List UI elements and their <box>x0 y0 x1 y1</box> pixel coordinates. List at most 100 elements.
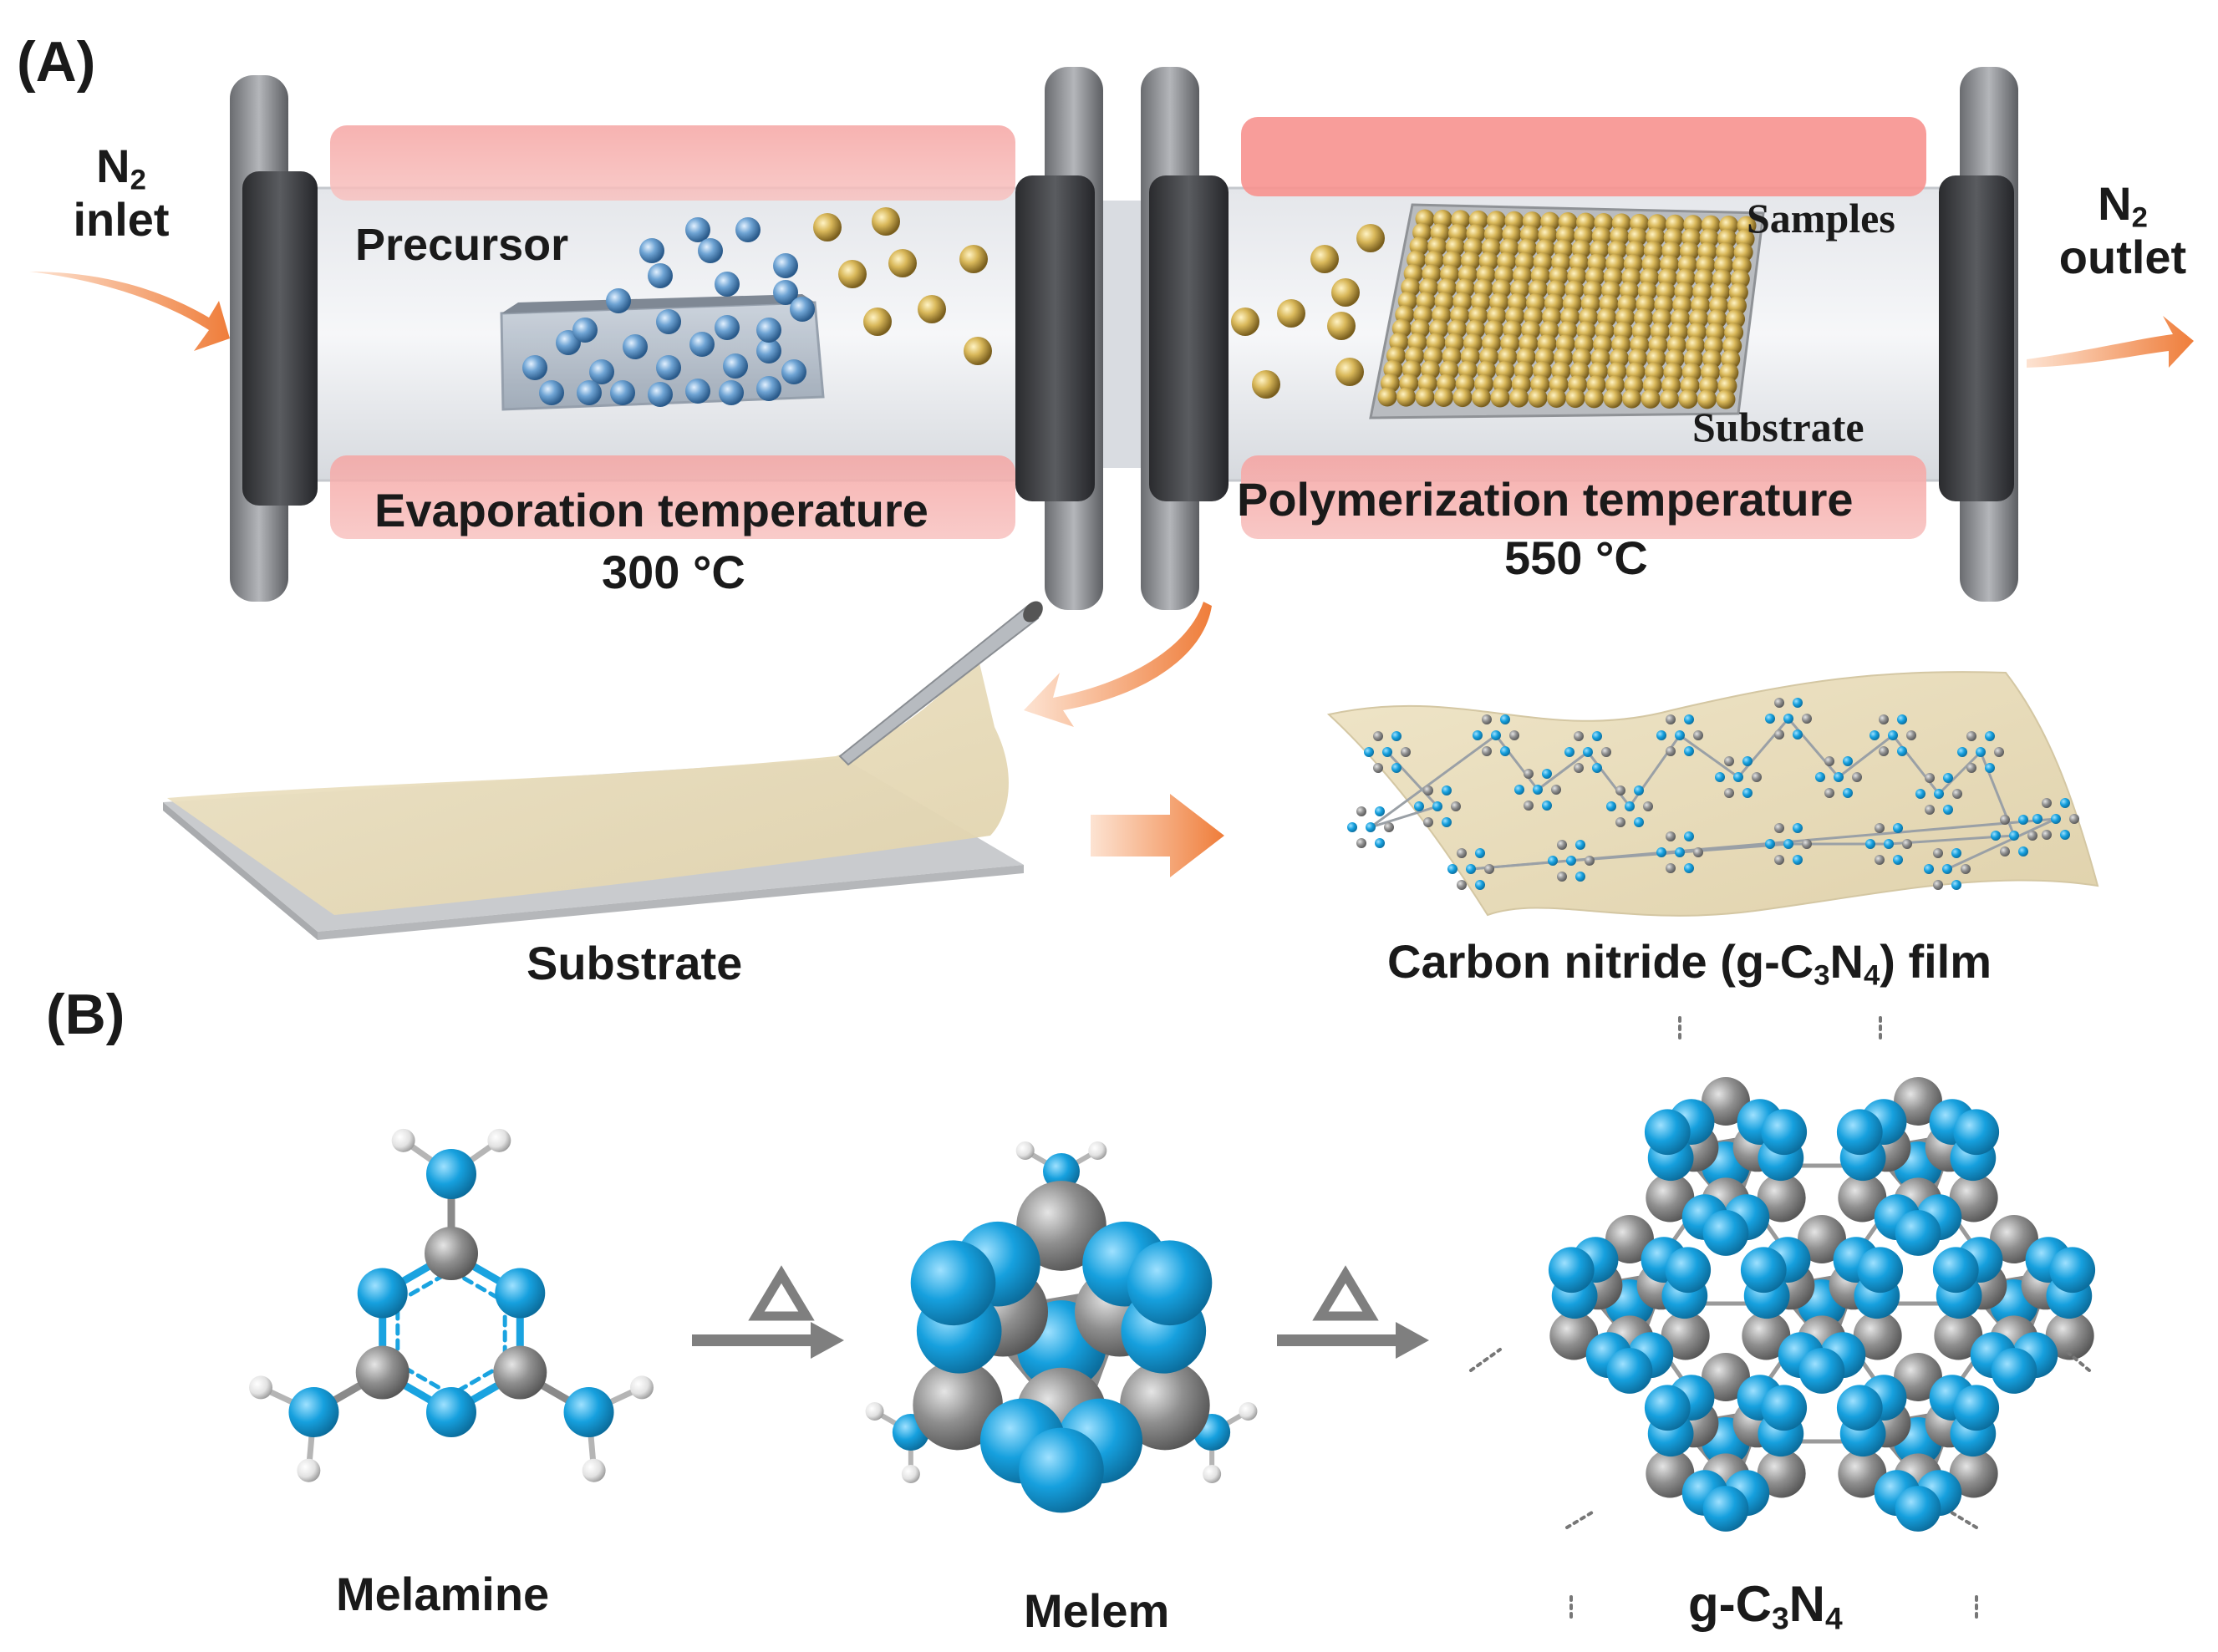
precursor-sphere <box>715 315 740 340</box>
nitrogen-atom <box>1634 785 1644 796</box>
bond <box>1950 1511 1978 1529</box>
nitrogen-atom <box>1957 747 1967 757</box>
nitrogen-atom <box>2018 846 2028 857</box>
nitrogen-atom <box>1500 714 1510 724</box>
nitrogen-atom <box>1895 1210 1941 1256</box>
nitrogen-atom <box>1347 822 1357 832</box>
vapor-sphere <box>1335 358 1364 386</box>
nitrogen-atom <box>1491 730 1501 740</box>
precursor-sphere <box>685 379 710 404</box>
precursor-sphere <box>735 217 761 242</box>
vapor-sphere <box>959 245 988 273</box>
evaporation-label: Evaporation temperature <box>374 484 928 536</box>
nitrogen-atom <box>1702 1486 1749 1532</box>
carbon-atom <box>1524 768 1534 779</box>
hydrogen-atom <box>487 1128 511 1152</box>
tube-substrate-label: Substrate <box>1692 404 1864 450</box>
carbon-atom <box>1356 806 1366 816</box>
carbon-atom <box>1693 730 1703 740</box>
nitrogen-atom <box>1943 772 1953 783</box>
carbon-atom <box>2069 814 2079 824</box>
nitrogen-atom <box>1432 801 1442 811</box>
carbon-atom <box>1482 714 1492 724</box>
nitrogen-atom <box>1366 822 1376 832</box>
precursor-sphere <box>648 382 673 407</box>
nitrogen-atom <box>1715 772 1725 782</box>
evaporation-temp: 300 °C <box>602 546 745 598</box>
nitrogen-atom <box>1391 730 1402 741</box>
nitrogen-atom <box>426 1387 476 1437</box>
nitrogen-atom <box>1815 772 1825 782</box>
polymerization-temp: 550 °C <box>1504 531 1648 584</box>
nitrogen-atom <box>1606 801 1616 811</box>
nitrogen-atom <box>1634 817 1644 828</box>
film-caption: Carbon nitride (g-C3N4) film <box>1387 934 1992 993</box>
polymerization-label: Polymerization temperature <box>1237 473 1854 526</box>
carbon-atom <box>1666 831 1676 841</box>
carbon-atom <box>1484 864 1494 874</box>
nitrogen-atom <box>1442 817 1452 828</box>
carbon-atom <box>1557 872 1567 882</box>
sample-sphere <box>1490 388 1510 408</box>
precursor-sphere <box>623 334 648 359</box>
carbon-atom <box>1615 785 1625 796</box>
carbon-atom <box>1356 838 1366 849</box>
carbon-atom <box>1824 788 1834 799</box>
carbon-atom <box>1902 839 1912 849</box>
precursor-sphere <box>610 380 635 405</box>
carbon-atom <box>1120 1360 1210 1451</box>
carbon-atom <box>1994 747 2004 757</box>
precursor-sphere <box>685 217 710 242</box>
nitrogen-atom <box>2049 1247 2096 1294</box>
nitrogen-atom <box>1985 763 1995 774</box>
heater-top-poly <box>1241 117 1926 196</box>
carbon-atom <box>1666 714 1676 724</box>
carbon-nitride-film <box>1326 671 2099 917</box>
hydrogen-atom <box>1015 1141 1035 1160</box>
carbon-atom <box>1802 714 1812 724</box>
nitrogen-atom <box>1542 801 1552 811</box>
nitrogen-atom <box>1684 746 1694 757</box>
carbon-atom <box>1934 1311 1983 1360</box>
nitrogen-atom <box>1733 772 1743 782</box>
precursor-sphere <box>656 355 681 380</box>
nitrogen-atom <box>1644 1385 1691 1431</box>
carbon-atom <box>1601 747 1611 757</box>
nitrogen-atom <box>1475 847 1485 858</box>
nitrogen-atom <box>1500 746 1510 757</box>
carbon-atom <box>1457 880 1467 891</box>
carbon-atom <box>1482 746 1492 757</box>
sample-sphere <box>1641 389 1661 409</box>
heat-arrow-2 <box>1277 1265 1429 1359</box>
flange-left <box>230 75 318 602</box>
carbon-atom <box>1509 730 1519 740</box>
carbon-atom <box>1373 763 1383 774</box>
carbon-atom <box>1925 772 1935 783</box>
bond <box>1837 734 1895 779</box>
carbon-atom <box>1757 1449 1806 1498</box>
flange-mid-left <box>1015 67 1103 610</box>
vapor-sphere <box>813 213 842 241</box>
gcn-label-sub2: 4 <box>1825 1600 1843 1636</box>
carbon-atom <box>2027 831 2037 841</box>
hydrogen-atom <box>582 1458 606 1482</box>
precursor-sphere <box>589 359 614 384</box>
nitrogen-atom <box>1976 747 1986 757</box>
nitrogen-atom <box>1951 880 1961 891</box>
carbon-atom <box>1551 785 1561 795</box>
precursor-sphere <box>689 332 715 357</box>
carbon-atom <box>1643 801 1653 811</box>
nitrogen-atom <box>1625 801 1635 811</box>
nitrogen-atom <box>1542 768 1552 779</box>
nitrogen-atom <box>1783 839 1793 849</box>
nitrogen-atom <box>2032 814 2042 824</box>
bond <box>1386 750 1439 808</box>
carbon-atom <box>1646 1173 1695 1222</box>
carbon-atom <box>1990 1215 2038 1263</box>
nitrogen-atom <box>357 1268 408 1319</box>
carbon-atom <box>2042 797 2052 808</box>
carbon-atom <box>2000 814 2010 825</box>
carbon-atom <box>1742 1311 1791 1360</box>
carbon-atom <box>1894 1353 1942 1401</box>
